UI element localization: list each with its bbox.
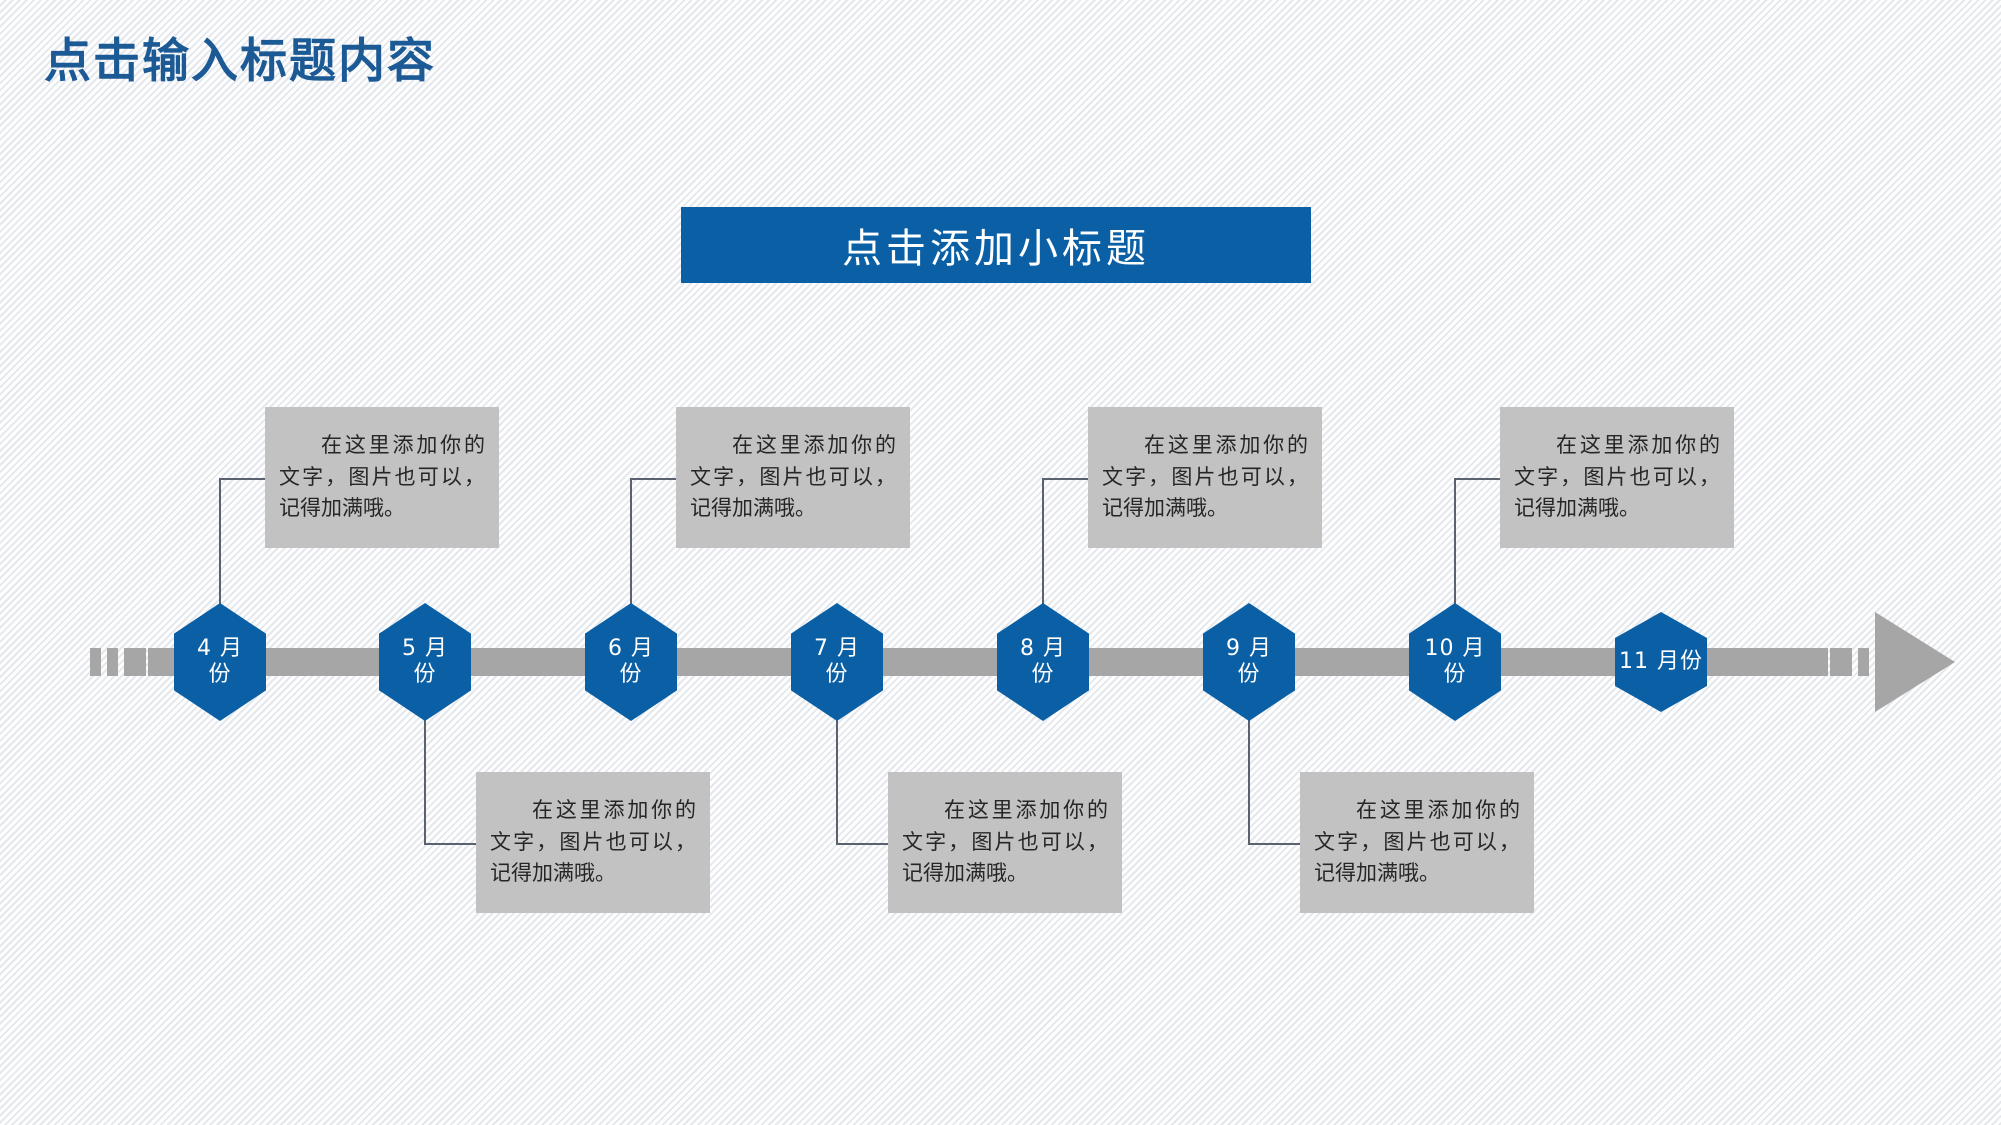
timeline-arrow-icon	[1875, 612, 1955, 712]
info-box-text: 在这里添加你的文字，图片也可以，记得加满哦。	[490, 797, 696, 886]
timeline-node-7[interactable]: 10 月 份	[1409, 603, 1501, 721]
info-box-text: 在这里添加你的文字，图片也可以，记得加满哦。	[1314, 797, 1520, 886]
timeline-node-5[interactable]: 8 月 份	[997, 603, 1089, 721]
node-label-line1: 10 月	[1424, 636, 1486, 662]
subtitle-text: 点击添加小标题	[842, 226, 1150, 272]
connector-horizontal-1	[219, 478, 265, 480]
node-label-line2: 份	[619, 662, 643, 687]
connector-horizontal-4	[836, 843, 888, 845]
node-label-line1: 8 月	[1020, 636, 1066, 662]
connector-vertical-2	[424, 718, 426, 844]
connector-vertical-7	[1454, 478, 1456, 606]
info-box-6[interactable]: 在这里添加你的文字，图片也可以，记得加满哦。	[1300, 772, 1534, 913]
node-label-line1: 6 月	[608, 636, 654, 662]
node-label-line2: 份	[1031, 662, 1055, 687]
node-label-line1: 9 月	[1226, 636, 1272, 662]
info-box-text: 在这里添加你的文字，图片也可以，记得加满哦。	[690, 432, 896, 521]
connector-vertical-4	[836, 718, 838, 844]
timeline-dash-left-2	[107, 648, 118, 676]
info-box-1[interactable]: 在这里添加你的文字，图片也可以，记得加满哦。	[265, 407, 499, 548]
info-box-text: 在这里添加你的文字，图片也可以，记得加满哦。	[1514, 432, 1720, 521]
timeline-node-1[interactable]: 4 月 份	[174, 603, 266, 721]
timeline-dash-left-1	[90, 648, 101, 676]
info-box-2[interactable]: 在这里添加你的文字，图片也可以，记得加满哦。	[476, 772, 710, 913]
connector-horizontal-2	[424, 843, 476, 845]
connector-horizontal-7	[1454, 478, 1500, 480]
info-box-text: 在这里添加你的文字，图片也可以，记得加满哦。	[279, 432, 485, 521]
timeline-node-2[interactable]: 5 月 份	[379, 603, 471, 721]
timeline-node-3[interactable]: 6 月 份	[585, 603, 677, 721]
connector-vertical-6	[1248, 718, 1250, 844]
connector-vertical-5	[1042, 478, 1044, 606]
node-label-single: 11 月份	[1619, 649, 1703, 675]
timeline-node-6[interactable]: 9 月 份	[1203, 603, 1295, 721]
node-label-line2: 份	[413, 662, 437, 687]
node-label-line1: 7 月	[814, 636, 860, 662]
info-box-text: 在这里添加你的文字，图片也可以，记得加满哦。	[902, 797, 1108, 886]
subtitle-banner[interactable]: 点击添加小标题	[681, 207, 1311, 283]
info-box-3[interactable]: 在这里添加你的文字，图片也可以，记得加满哦。	[676, 407, 910, 548]
node-label-line2: 份	[1443, 662, 1467, 687]
connector-vertical-3	[630, 478, 632, 606]
connector-vertical-1	[219, 478, 221, 606]
timeline-node-4[interactable]: 7 月 份	[791, 603, 883, 721]
connector-horizontal-5	[1042, 478, 1088, 480]
timeline-node-8[interactable]: 11 月份	[1615, 612, 1707, 712]
timeline-dash-right-2	[1858, 648, 1869, 676]
node-label-line2: 份	[825, 662, 849, 687]
timeline-dash-left-3	[124, 648, 146, 676]
info-box-text: 在这里添加你的文字，图片也可以，记得加满哦。	[1102, 432, 1308, 521]
page-title: 点击输入标题内容	[44, 34, 436, 89]
timeline-dash-right-1	[1830, 648, 1852, 676]
connector-horizontal-6	[1248, 843, 1300, 845]
node-label-line2: 份	[208, 662, 232, 687]
node-label-line1: 4 月	[197, 636, 243, 662]
info-box-5[interactable]: 在这里添加你的文字，图片也可以，记得加满哦。	[1088, 407, 1322, 548]
info-box-7[interactable]: 在这里添加你的文字，图片也可以，记得加满哦。	[1500, 407, 1734, 548]
info-box-4[interactable]: 在这里添加你的文字，图片也可以，记得加满哦。	[888, 772, 1122, 913]
node-label-line1: 5 月	[402, 636, 448, 662]
node-label-line2: 份	[1237, 662, 1261, 687]
connector-horizontal-3	[630, 478, 676, 480]
